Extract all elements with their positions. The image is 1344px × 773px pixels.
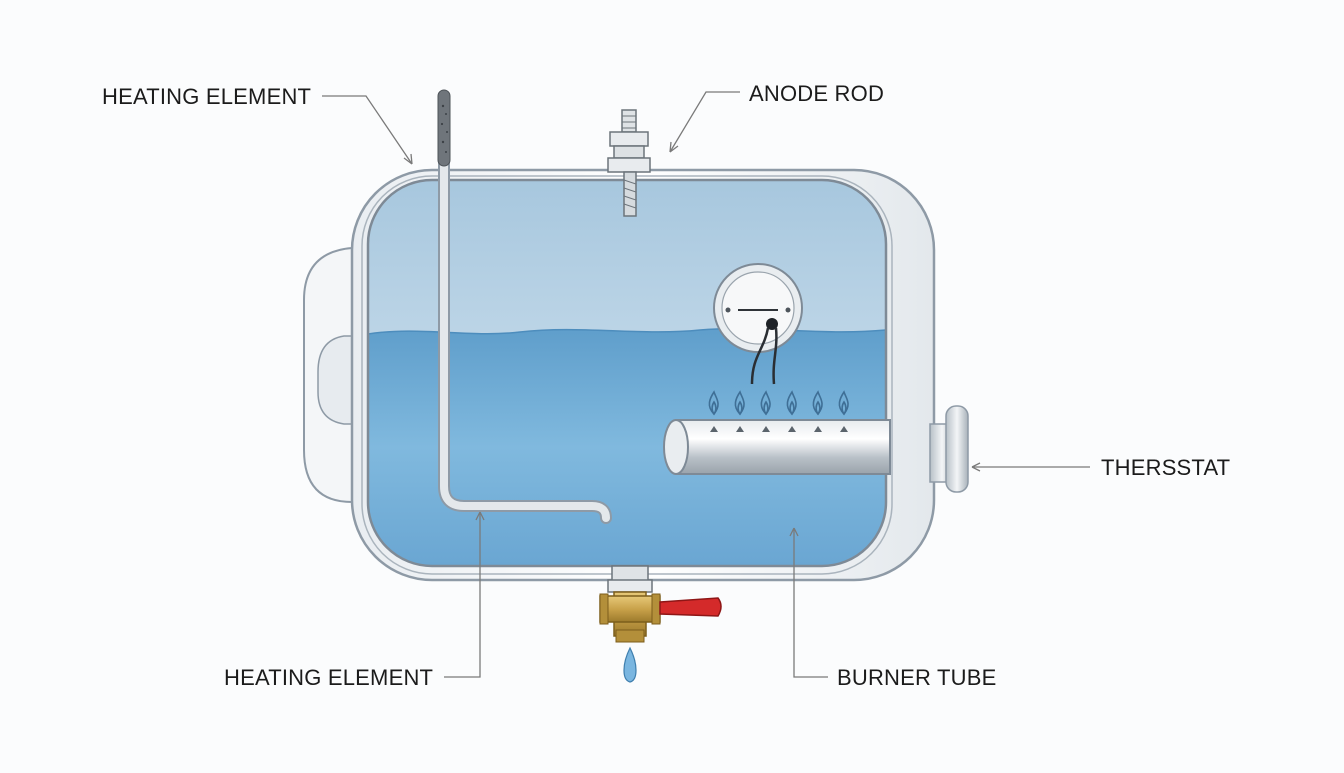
leader-lines — [322, 91, 1090, 678]
valve-handle — [659, 597, 722, 617]
drain-valve — [599, 565, 722, 643]
water-droplet-icon — [623, 646, 637, 683]
label-heating-element-bottom: HEATING ELEMENT — [224, 665, 434, 690]
flame-icon — [812, 390, 823, 416]
thermostat-gauge — [713, 263, 803, 385]
label-burner-tube: BURNER TUBE — [837, 665, 997, 690]
heating-element-rod — [437, 89, 612, 524]
leader-heating-bottom — [444, 511, 485, 678]
leader-burner — [789, 527, 828, 678]
leader-thermostat — [971, 462, 1090, 472]
label-anode-rod: ANODE ROD — [749, 81, 885, 106]
leader-anode — [669, 91, 740, 153]
burner-tube — [663, 419, 891, 475]
leader-heating-top — [322, 95, 413, 165]
outlet-pipe — [929, 405, 969, 493]
burner-flames — [708, 390, 849, 416]
flame-icon — [786, 390, 797, 416]
anode-rod — [607, 109, 651, 217]
flame-icon — [734, 390, 745, 416]
label-thermostat: THERSSTAT — [1101, 455, 1231, 480]
flame-icon — [838, 390, 849, 416]
label-heating-element-top: HEATING ELEMENT — [102, 84, 312, 109]
flame-icon — [760, 390, 771, 416]
flame-icon — [708, 390, 719, 416]
